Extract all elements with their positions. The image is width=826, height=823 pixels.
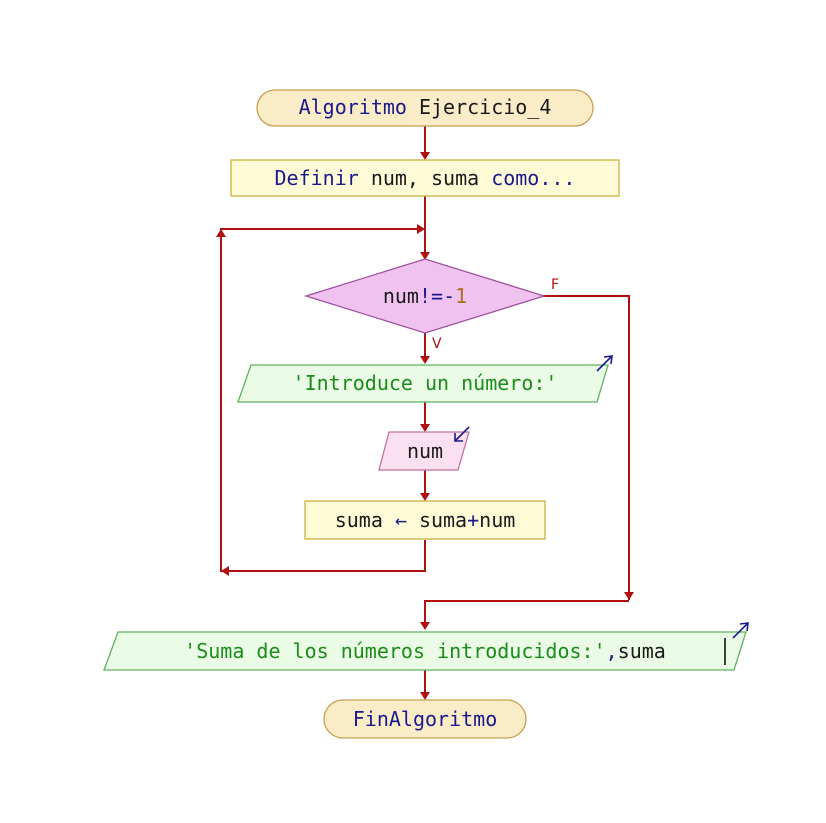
- define-vars: num, suma: [371, 166, 479, 190]
- end-text: FinAlgoritmo: [353, 707, 498, 731]
- arrowhead: [624, 592, 634, 600]
- decision-node[interactable]: num!=-1: [303, 258, 547, 334]
- true-label: V: [432, 336, 442, 352]
- result-var: suma: [618, 639, 666, 663]
- condition-var: num: [383, 284, 419, 308]
- read-input-node[interactable]: num: [378, 431, 470, 471]
- prompt-output-node[interactable]: 'Introduce un número:': [237, 364, 609, 403]
- arrowhead: [221, 566, 229, 576]
- arrowhead: [417, 224, 425, 234]
- end-node[interactable]: FinAlgoritmo: [323, 699, 527, 739]
- arrowhead: [420, 493, 430, 501]
- condition-op: !=: [419, 284, 443, 308]
- condition-value: 1: [455, 284, 467, 308]
- input-arrow-icon: [454, 426, 470, 442]
- output-arrow-icon: [596, 355, 613, 372]
- define-keyword: Definir: [275, 166, 359, 190]
- read-input-text: num: [407, 439, 443, 463]
- arrowhead: [420, 622, 430, 630]
- assign-plus: +: [467, 508, 479, 532]
- assign-arrow: ←: [395, 508, 407, 532]
- arrowhead: [420, 424, 430, 432]
- result-string: 'Suma de los números introducidos:': [184, 639, 605, 663]
- prompt-output-text: 'Introduce un número:': [293, 371, 558, 395]
- condition-minus: -: [443, 284, 455, 308]
- decision-text: num!=-1: [383, 284, 467, 308]
- edge-merge: [424, 600, 629, 622]
- arrowhead: [420, 252, 430, 260]
- result-output-node[interactable]: 'Suma de los números introducidos:',suma: [103, 631, 747, 671]
- false-label: F: [551, 277, 559, 293]
- assign-expr-b: num: [479, 508, 515, 532]
- assign-expr-a: suma: [419, 508, 467, 532]
- arrowhead: [420, 356, 430, 364]
- start-name: Ejercicio_4: [419, 95, 551, 119]
- arrowhead: [420, 692, 430, 700]
- edge-false: [543, 295, 630, 600]
- output-arrow-icon: [732, 622, 749, 639]
- edges: [216, 126, 634, 700]
- result-comma: ,: [606, 639, 618, 663]
- arrowhead: [216, 229, 226, 237]
- define-node[interactable]: Definir num, suma como...: [230, 159, 620, 197]
- assignment-node[interactable]: suma←suma+num: [304, 500, 546, 540]
- assignment-text: suma←suma+num: [335, 508, 516, 532]
- start-keyword: Algoritmo: [299, 95, 407, 119]
- arrowhead: [420, 152, 430, 160]
- result-output-text: 'Suma de los números introducidos:',suma: [184, 639, 666, 663]
- define-text: Definir num, suma como...: [275, 166, 576, 190]
- start-node[interactable]: Algoritmo Ejercicio_4: [256, 89, 594, 127]
- assign-target: suma: [335, 508, 383, 532]
- define-suffix: como...: [491, 166, 575, 190]
- start-text: Algoritmo Ejercicio_4: [299, 95, 552, 119]
